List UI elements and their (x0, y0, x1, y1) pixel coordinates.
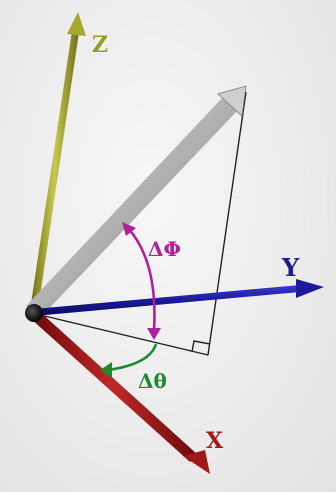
right-angle-marker (191, 340, 211, 353)
x-axis (30, 310, 210, 474)
delta-phi-arc (127, 227, 156, 331)
vector-tip-drop-line (207, 91, 247, 356)
z-axis (30, 12, 86, 310)
delta-theta-label: Δθ (138, 369, 167, 393)
z-axis-label: Z (92, 32, 108, 58)
delta-theta-arrowhead (100, 362, 112, 378)
delta-phi-arrowhead-top (122, 222, 136, 236)
delta-theta-arc (107, 343, 158, 372)
x-axis-label: X (206, 428, 224, 454)
vector-arrow (26, 85, 247, 318)
projection-lines (31, 91, 247, 356)
delta-phi-arrowhead-bottom (147, 328, 161, 340)
y-axis (34, 279, 324, 316)
origin-point (25, 304, 43, 322)
delta-phi-label: ΔΦ (148, 237, 181, 261)
projection-line (31, 312, 209, 356)
y-axis-label: Y (281, 253, 300, 282)
